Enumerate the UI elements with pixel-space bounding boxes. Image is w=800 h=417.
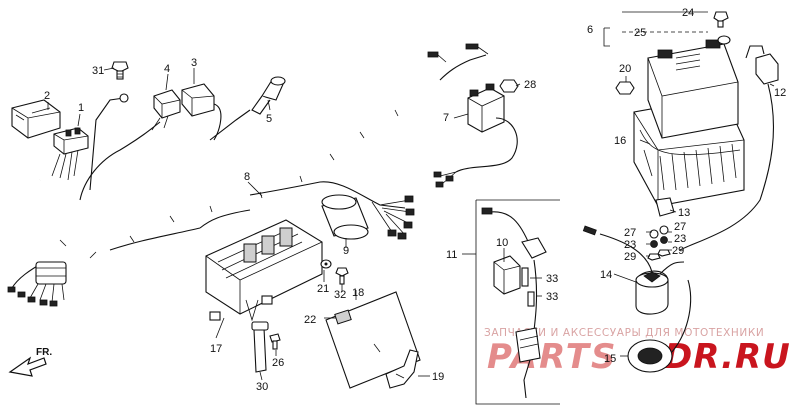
callout-12: 12: [774, 87, 786, 99]
callout-19: 19: [432, 371, 444, 383]
leader-lines: [47, 67, 775, 381]
front-direction-label: FR.: [36, 347, 52, 358]
watermark-brand-b: DR.RU: [664, 337, 791, 377]
callout-27a: 27: [624, 227, 636, 239]
part-11-fuse-lead-group: [475, 199, 560, 405]
callout-23b: 23: [674, 233, 686, 245]
callout-4: 4: [164, 63, 170, 75]
callout-21: 21: [317, 283, 329, 295]
part-5-plug-cap: [251, 76, 286, 115]
part-14-starter-relay: [582, 225, 685, 315]
battery: [647, 39, 739, 139]
part-8-main-wire-harness: [7, 43, 489, 307]
callout-13: 13: [678, 207, 690, 219]
part-32-bolt: [335, 267, 349, 285]
part-19-bracket: [385, 349, 419, 389]
callout-31: 31: [92, 65, 104, 77]
callout-20: 20: [619, 63, 631, 75]
callout-24: 24: [682, 7, 694, 19]
callout-numbers: 2 1 3 4 5 31 8 7 28 9 21 32 18 22 19 17 …: [44, 7, 786, 393]
callout-25: 25: [634, 27, 646, 39]
watermark: ЗАПЧАСТИ И АКСЕССУАРЫ ДЛЯ МОТОТЕХНИКИ PA…: [484, 327, 791, 377]
watermark-tagline: ЗАПЧАСТИ И АКСЕССУАРЫ ДЛЯ МОТОТЕХНИКИ: [484, 327, 764, 339]
callout-6: 6: [587, 24, 593, 36]
callout-14: 14: [600, 269, 612, 281]
part-4-connector: [151, 89, 181, 131]
callout-29a: 29: [624, 251, 636, 263]
callout-30: 30: [256, 381, 268, 393]
part-20-nut: [615, 81, 635, 95]
part-30-strap: [251, 321, 269, 373]
callout-15: 15: [604, 353, 616, 365]
callout-23a: 23: [624, 239, 636, 251]
watermark-brand-a: PARTS: [487, 337, 617, 377]
callout-5: 5: [266, 113, 272, 125]
part-26-screw: [269, 333, 281, 350]
callout-8: 8: [244, 171, 250, 183]
callout-1: 1: [78, 102, 84, 114]
part-13-terminal-cover: [655, 197, 675, 217]
part-24-bolt: [713, 11, 729, 28]
callout-33a: 33: [546, 273, 558, 285]
part-9-cylinder-condenser: [321, 194, 369, 240]
callout-7: 7: [443, 112, 449, 124]
part-7-relay: [433, 83, 518, 188]
part-3-connector: [181, 83, 251, 141]
callout-2: 2: [44, 90, 50, 102]
callout-28: 28: [524, 79, 536, 91]
part-1-fuse-holder: [51, 127, 89, 181]
part-6-bracket-lines: [603, 11, 708, 47]
callout-27b: 27: [674, 221, 686, 233]
part-21-washer: [320, 259, 332, 269]
callout-33b: 33: [546, 291, 558, 303]
callout-16: 16: [614, 135, 626, 147]
callout-26: 26: [272, 357, 284, 369]
callout-11: 11: [446, 249, 457, 261]
part-25-nut: [717, 35, 731, 45]
part-28-nut: [499, 79, 519, 93]
callout-29b: 29: [672, 245, 684, 257]
callout-17: 17: [210, 343, 222, 355]
callout-9: 9: [343, 245, 349, 257]
callout-22: 22: [304, 314, 316, 326]
part-17-control-unit: [205, 219, 323, 322]
part-31-bolt: [111, 61, 129, 80]
front-direction-indicator: FR.: [8, 347, 52, 377]
callout-32: 32: [334, 289, 346, 301]
small-hardware-stack: [647, 225, 671, 261]
part-12-battery-cable: [679, 45, 779, 251]
callout-18: 18: [352, 287, 364, 299]
callout-3: 3: [191, 57, 197, 69]
part-22-label: [334, 309, 352, 325]
part-2-fuse-box: [11, 99, 61, 139]
callout-10: 10: [496, 237, 508, 249]
